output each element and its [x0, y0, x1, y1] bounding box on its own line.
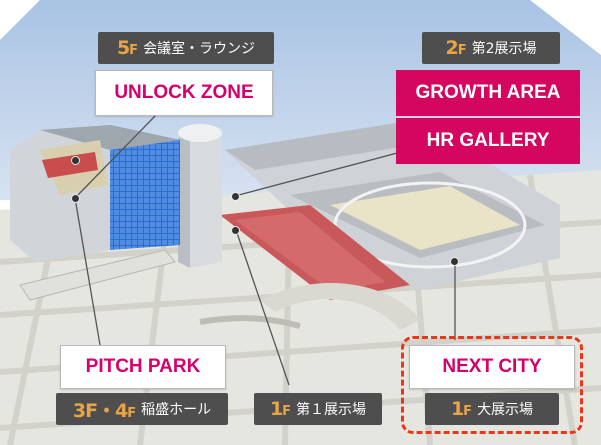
pitch-park-label[interactable]: PITCH PARK: [60, 345, 226, 389]
floor-number: 1F: [269, 398, 291, 420]
room-name: 第１展示場: [296, 402, 367, 418]
unlock-zone-pin: [71, 156, 80, 165]
floor-number: 5F: [116, 37, 138, 59]
next-city-highlight: [401, 336, 583, 434]
next-city-floor-tag: 1F 大展示場: [425, 393, 559, 425]
room-name: 会議室・ラウンジ: [143, 41, 256, 57]
room-name: 第2展示場: [471, 41, 537, 57]
unlock-zone-label[interactable]: UNLOCK ZONE: [95, 70, 273, 116]
hr-gallery-label[interactable]: HR GALLERY: [396, 118, 580, 164]
next-city-label[interactable]: NEXT CITY: [409, 345, 575, 389]
floor-number: 3F・4F: [72, 399, 136, 422]
floor-number: 1F: [450, 398, 472, 420]
room-name: 大展示場: [477, 402, 534, 418]
growth-floor-tag: 2F 第2展示場: [422, 32, 560, 64]
pitch-floor-tag: 3F・4F 稲盛ホール: [56, 393, 228, 425]
next-city-pin: [450, 257, 459, 266]
room-name: 稲盛ホール: [141, 402, 212, 418]
growth-area-pin: [231, 192, 240, 201]
unlock-floor-tag: 5F 会議室・ラウンジ: [98, 32, 274, 64]
exhibit1-pin: [231, 226, 240, 235]
exhibit1-floor-tag[interactable]: 1F 第１展示場: [254, 393, 382, 425]
pitch-park-pin: [71, 194, 80, 203]
growth-area-label[interactable]: GROWTH AREA: [396, 70, 580, 116]
floor-number: 2F: [445, 37, 466, 59]
